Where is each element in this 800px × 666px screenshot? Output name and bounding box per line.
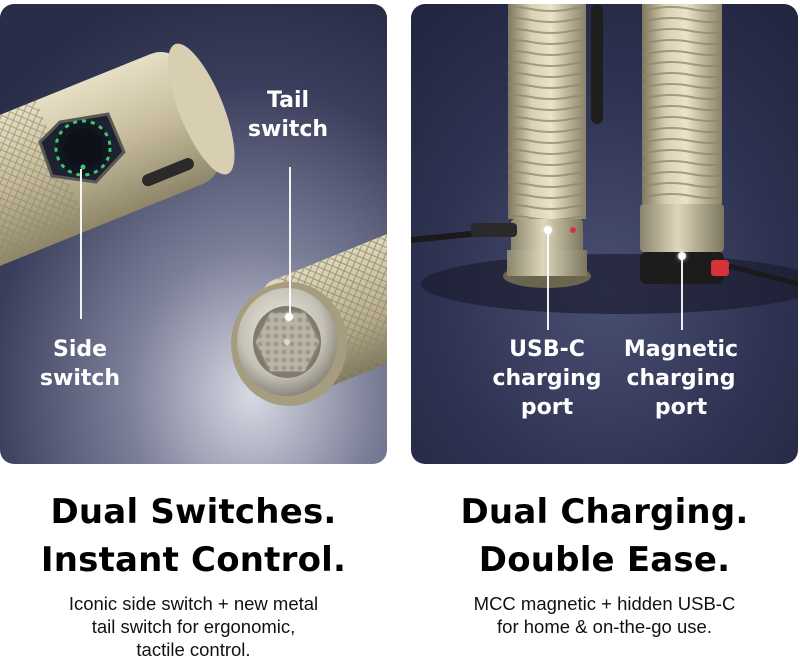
dual-charging-description: MCC magnetic + hidden USB-C for home & o… bbox=[473, 593, 736, 637]
flashlight-magnetic bbox=[640, 4, 729, 284]
magnetic-cable bbox=[728, 263, 798, 287]
tail-switch-label: Tail switch bbox=[247, 88, 329, 142]
dual-switches-headline: Dual Switches. Instant Control. bbox=[40, 492, 347, 580]
usbc-port-marker bbox=[544, 226, 552, 234]
magnetic-port-label: Magnetic charging port bbox=[623, 337, 739, 420]
dual-charging-illustration bbox=[411, 4, 798, 464]
usbc-port-label: USB-C charging port bbox=[492, 337, 602, 420]
dual-switches-photo: Tail switch Side switch bbox=[0, 4, 387, 464]
dual-charging-headline: Dual Charging. Double Ease. bbox=[460, 492, 749, 580]
magnetic-leader-line bbox=[681, 258, 683, 330]
dual-switches-description: Iconic side switch + new metal tail swit… bbox=[68, 593, 319, 660]
side-switch-label: Side switch bbox=[39, 337, 121, 391]
dual-charging-photo: USB-C charging port Magnetic charging po… bbox=[411, 4, 798, 464]
magnetic-port-marker bbox=[678, 252, 686, 260]
usbc-leader-line bbox=[547, 232, 549, 330]
dual-charging-caption: Dual Charging. Double Ease. MCC magnetic… bbox=[411, 488, 798, 638]
flashlight-tail bbox=[231, 218, 387, 406]
tail-switch-marker bbox=[285, 313, 293, 321]
dual-switches-caption: Dual Switches. Instant Control. Iconic s… bbox=[0, 488, 387, 661]
side-switch-leader-line bbox=[80, 169, 82, 319]
side-switch-icon bbox=[38, 112, 126, 184]
dual-switches-illustration bbox=[0, 4, 387, 464]
tail-switch-leader-line bbox=[289, 167, 291, 315]
